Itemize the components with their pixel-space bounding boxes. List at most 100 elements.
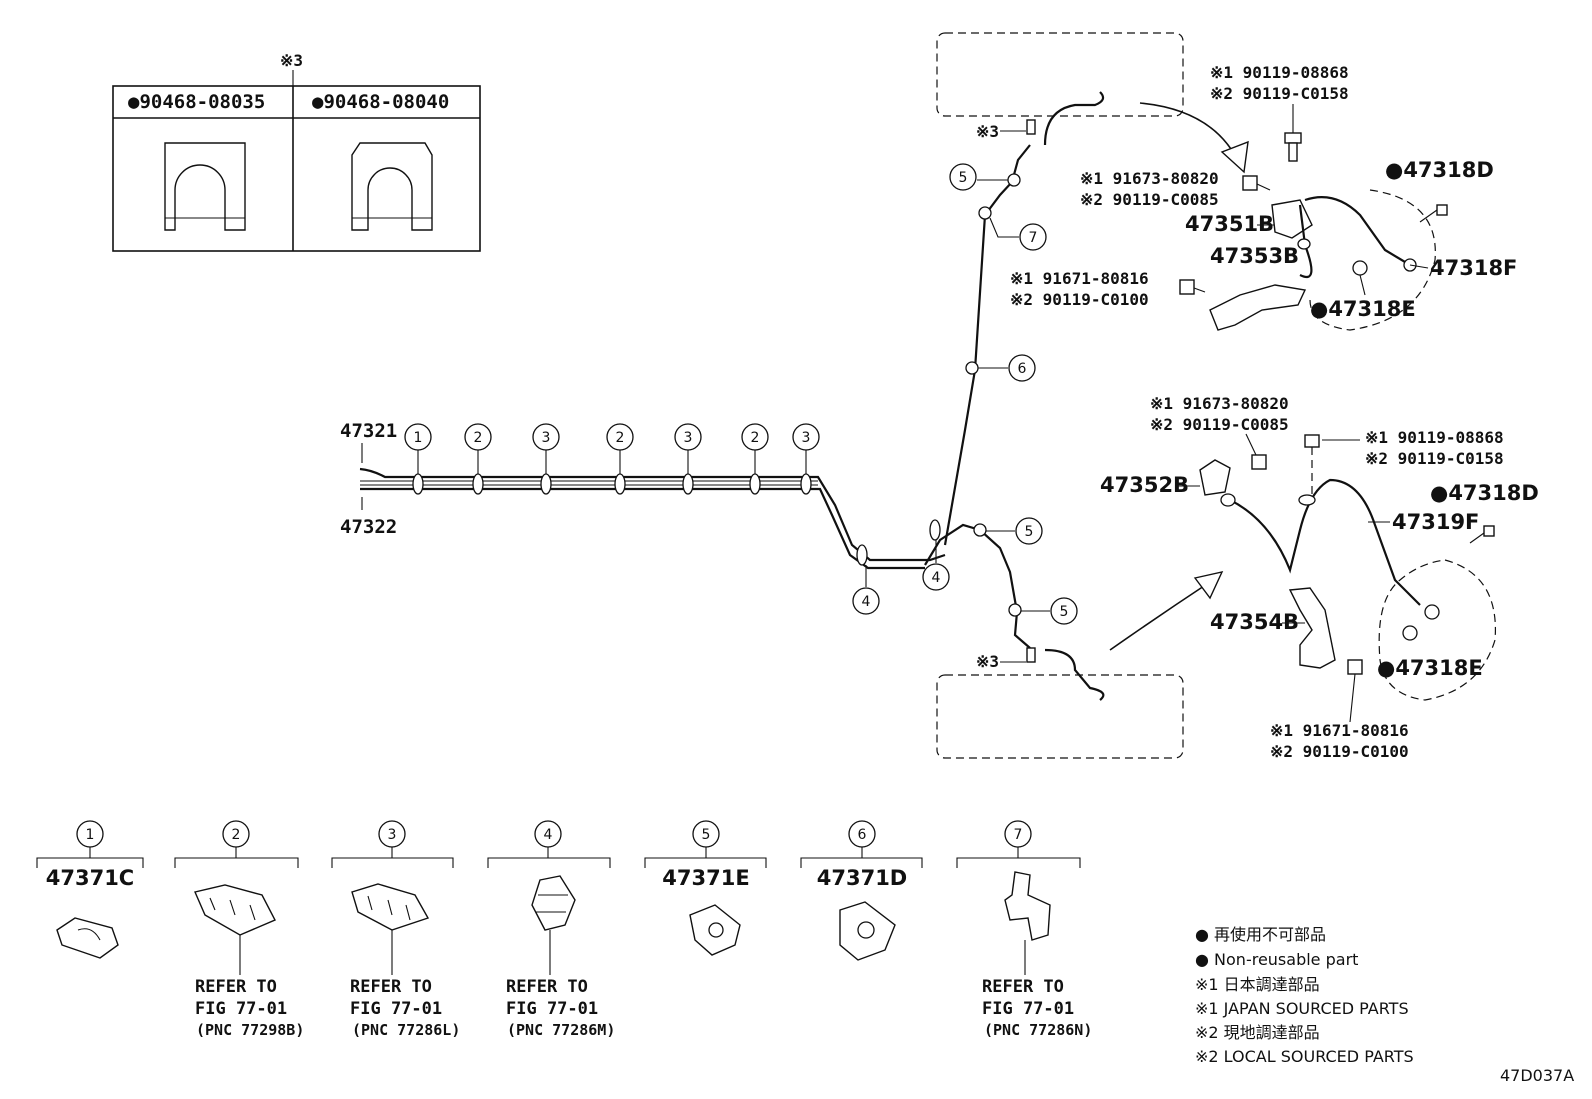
clip-1-part: 47371C	[46, 866, 134, 890]
clip-3-pnc: (PNC 77286L)	[352, 1021, 460, 1039]
svg-text:2: 2	[751, 430, 760, 446]
callout-branch-6: 6	[1018, 361, 1027, 377]
upper-hose-47318F	[1304, 196, 1411, 266]
clip-item-4: 4 REFER TO FIG 77-01 (PNC 77286M)	[487, 820, 615, 1039]
pipe-branch-upper	[943, 144, 1031, 546]
legend-line-2: ● Non-reusable part	[1195, 950, 1358, 969]
upper-bolt-side-2: ※2 90119-C0085	[1080, 190, 1219, 209]
callout-4: 2	[606, 423, 634, 474]
clip-5-num: 5	[702, 827, 711, 843]
lower-top-bolt	[1304, 434, 1320, 448]
callout-2: 2	[464, 423, 492, 474]
clip-4-icon	[531, 875, 576, 931]
clip-2-fig: FIG 77-01	[195, 999, 287, 1019]
branch-callouts: 4 4 5 5 5 6 7	[852, 163, 1078, 625]
lower-bracket-label: 47352B	[1100, 473, 1189, 497]
clip-3-num: 3	[388, 827, 397, 843]
callout-6: 2	[741, 423, 769, 474]
brake-pipe-run: 47321 47322	[340, 144, 1031, 649]
callout-3: 3	[532, 423, 560, 474]
legend-line-3: ※1 日本調達部品	[1195, 975, 1320, 994]
clip-2-num: 2	[232, 827, 241, 843]
clip-2-pnc: (PNC 77298B)	[196, 1021, 304, 1039]
lower-bolt-top-2: ※2 90119-C0158	[1365, 449, 1504, 468]
clip-item-1: 1 47371C	[36, 820, 144, 959]
clip-1-num: 1	[86, 827, 95, 843]
lower-detail-outline	[1378, 559, 1497, 701]
lower-bracket-47352B	[1199, 459, 1231, 496]
callout-branch-4a: 4	[862, 594, 871, 610]
pipe-label-upper: 47321	[340, 420, 397, 442]
clip-4-ref: REFER TO	[506, 977, 588, 997]
lower-bolt-side-1: ※1 91673-80820	[1150, 394, 1289, 413]
clip-4-num: 4	[544, 827, 553, 843]
lower-bracket2-label: 47354B	[1210, 610, 1299, 634]
upper-bolt-side-1: ※1 91673-80820	[1080, 169, 1219, 188]
lower-ref3: ※3	[976, 652, 999, 671]
legend-line-4: ※1 JAPAN SOURCED PARTS	[1195, 999, 1409, 1018]
upper-bolt-top-2: ※2 90119-C0158	[1210, 84, 1349, 103]
upper-bolt-top-1: ※1 90119-08868	[1210, 63, 1349, 82]
clip-4-fig: FIG 77-01	[506, 999, 598, 1019]
svg-text:3: 3	[802, 430, 811, 446]
upper-bolt-low-2: ※2 90119-C0100	[1010, 290, 1149, 309]
upper-gasket-d: ●47318D	[1385, 158, 1494, 182]
upper-caliper-outline	[936, 32, 1184, 117]
clip-7-ref: REFER TO	[982, 977, 1064, 997]
svg-text:2: 2	[474, 430, 483, 446]
callout-branch-5a: 5	[1025, 524, 1034, 540]
svg-text:3: 3	[542, 430, 551, 446]
clip-table-frame	[112, 85, 481, 252]
clip-item-2: 2 REFER TO FIG 77-01 (PNC 77298B)	[174, 820, 304, 1039]
legend-line-5: ※2 現地調達部品	[1195, 1023, 1320, 1042]
clip-item-6: 6 47371D	[800, 820, 923, 961]
callout-1: 1	[404, 423, 432, 474]
lower-caliper-outline	[936, 674, 1184, 759]
clip-2-icon	[194, 884, 276, 936]
clip-2-ref: REFER TO	[195, 977, 277, 997]
upper-low-bolt	[1179, 279, 1195, 295]
clip-6-num: 6	[858, 827, 867, 843]
lower-bolt-low-2: ※2 90119-C0100	[1270, 742, 1409, 761]
upper-flow-arrow	[1139, 102, 1241, 166]
legend-line-6: ※2 LOCAL SOURCED PARTS	[1195, 1047, 1414, 1066]
clip-4-pnc: (PNC 77286M)	[507, 1021, 615, 1039]
pipe-47322	[360, 487, 925, 570]
figure-code: 47D037A	[1500, 1066, 1574, 1085]
clip-3-fig: FIG 77-01	[350, 999, 442, 1019]
callout-5: 3	[674, 423, 702, 474]
clip-7-fig: FIG 77-01	[982, 999, 1074, 1019]
upper-gasket-e: ●47318E	[1310, 297, 1416, 321]
upper-assembly: ※3 ※1 90119-08868 ※2 90119-C0158 ※1 9167…	[936, 32, 1517, 331]
clip-chamfer-top	[351, 142, 433, 231]
lower-flow-arrow	[1109, 581, 1211, 651]
upper-hose-label: 47318F	[1430, 256, 1517, 280]
lower-bolt-side-2: ※2 90119-C0085	[1150, 415, 1289, 434]
callout-7: 3	[792, 423, 820, 474]
clip-3-ref: REFER TO	[350, 977, 432, 997]
clip-flat-top	[164, 142, 246, 231]
pipe-branch-lower	[924, 523, 1031, 649]
legend-line-1: ● 再使用不可部品	[1195, 925, 1326, 944]
clip-code-left: ●90468-08035	[128, 91, 265, 113]
clip-6-part: 47371D	[817, 866, 908, 890]
lower-hose-label: 47319F	[1392, 510, 1479, 534]
lower-bracket-47354B	[1288, 587, 1336, 669]
clip-item-5: 5 47371E	[644, 820, 767, 956]
upper-bolt-low-1: ※1 91671-80816	[1010, 269, 1149, 288]
upper-bracket2-label: 47353B	[1210, 244, 1299, 268]
callout-branch-4b: 4	[932, 570, 941, 586]
svg-text:3: 3	[684, 430, 693, 446]
clip-code-right: ●90468-08040	[312, 91, 449, 113]
upper-bracket-47353B	[1209, 284, 1307, 331]
upper-bracket-47351B	[1271, 199, 1313, 239]
lower-bolt-low-1: ※1 91671-80816	[1270, 721, 1409, 740]
lower-gasket-d: ●47318D	[1430, 481, 1539, 505]
main-callouts: 1 2 3 2 3 2 3	[404, 423, 820, 474]
lower-hose-47319F	[1229, 478, 1421, 606]
callout-branch-5b: 5	[1060, 604, 1069, 620]
clip-catalog: 1 47371C 2 REFER TO FIG 77-01 (PNC 77298…	[36, 820, 1092, 1039]
upper-top-bolt	[1284, 132, 1302, 144]
upper-detail-outline	[1309, 189, 1436, 331]
